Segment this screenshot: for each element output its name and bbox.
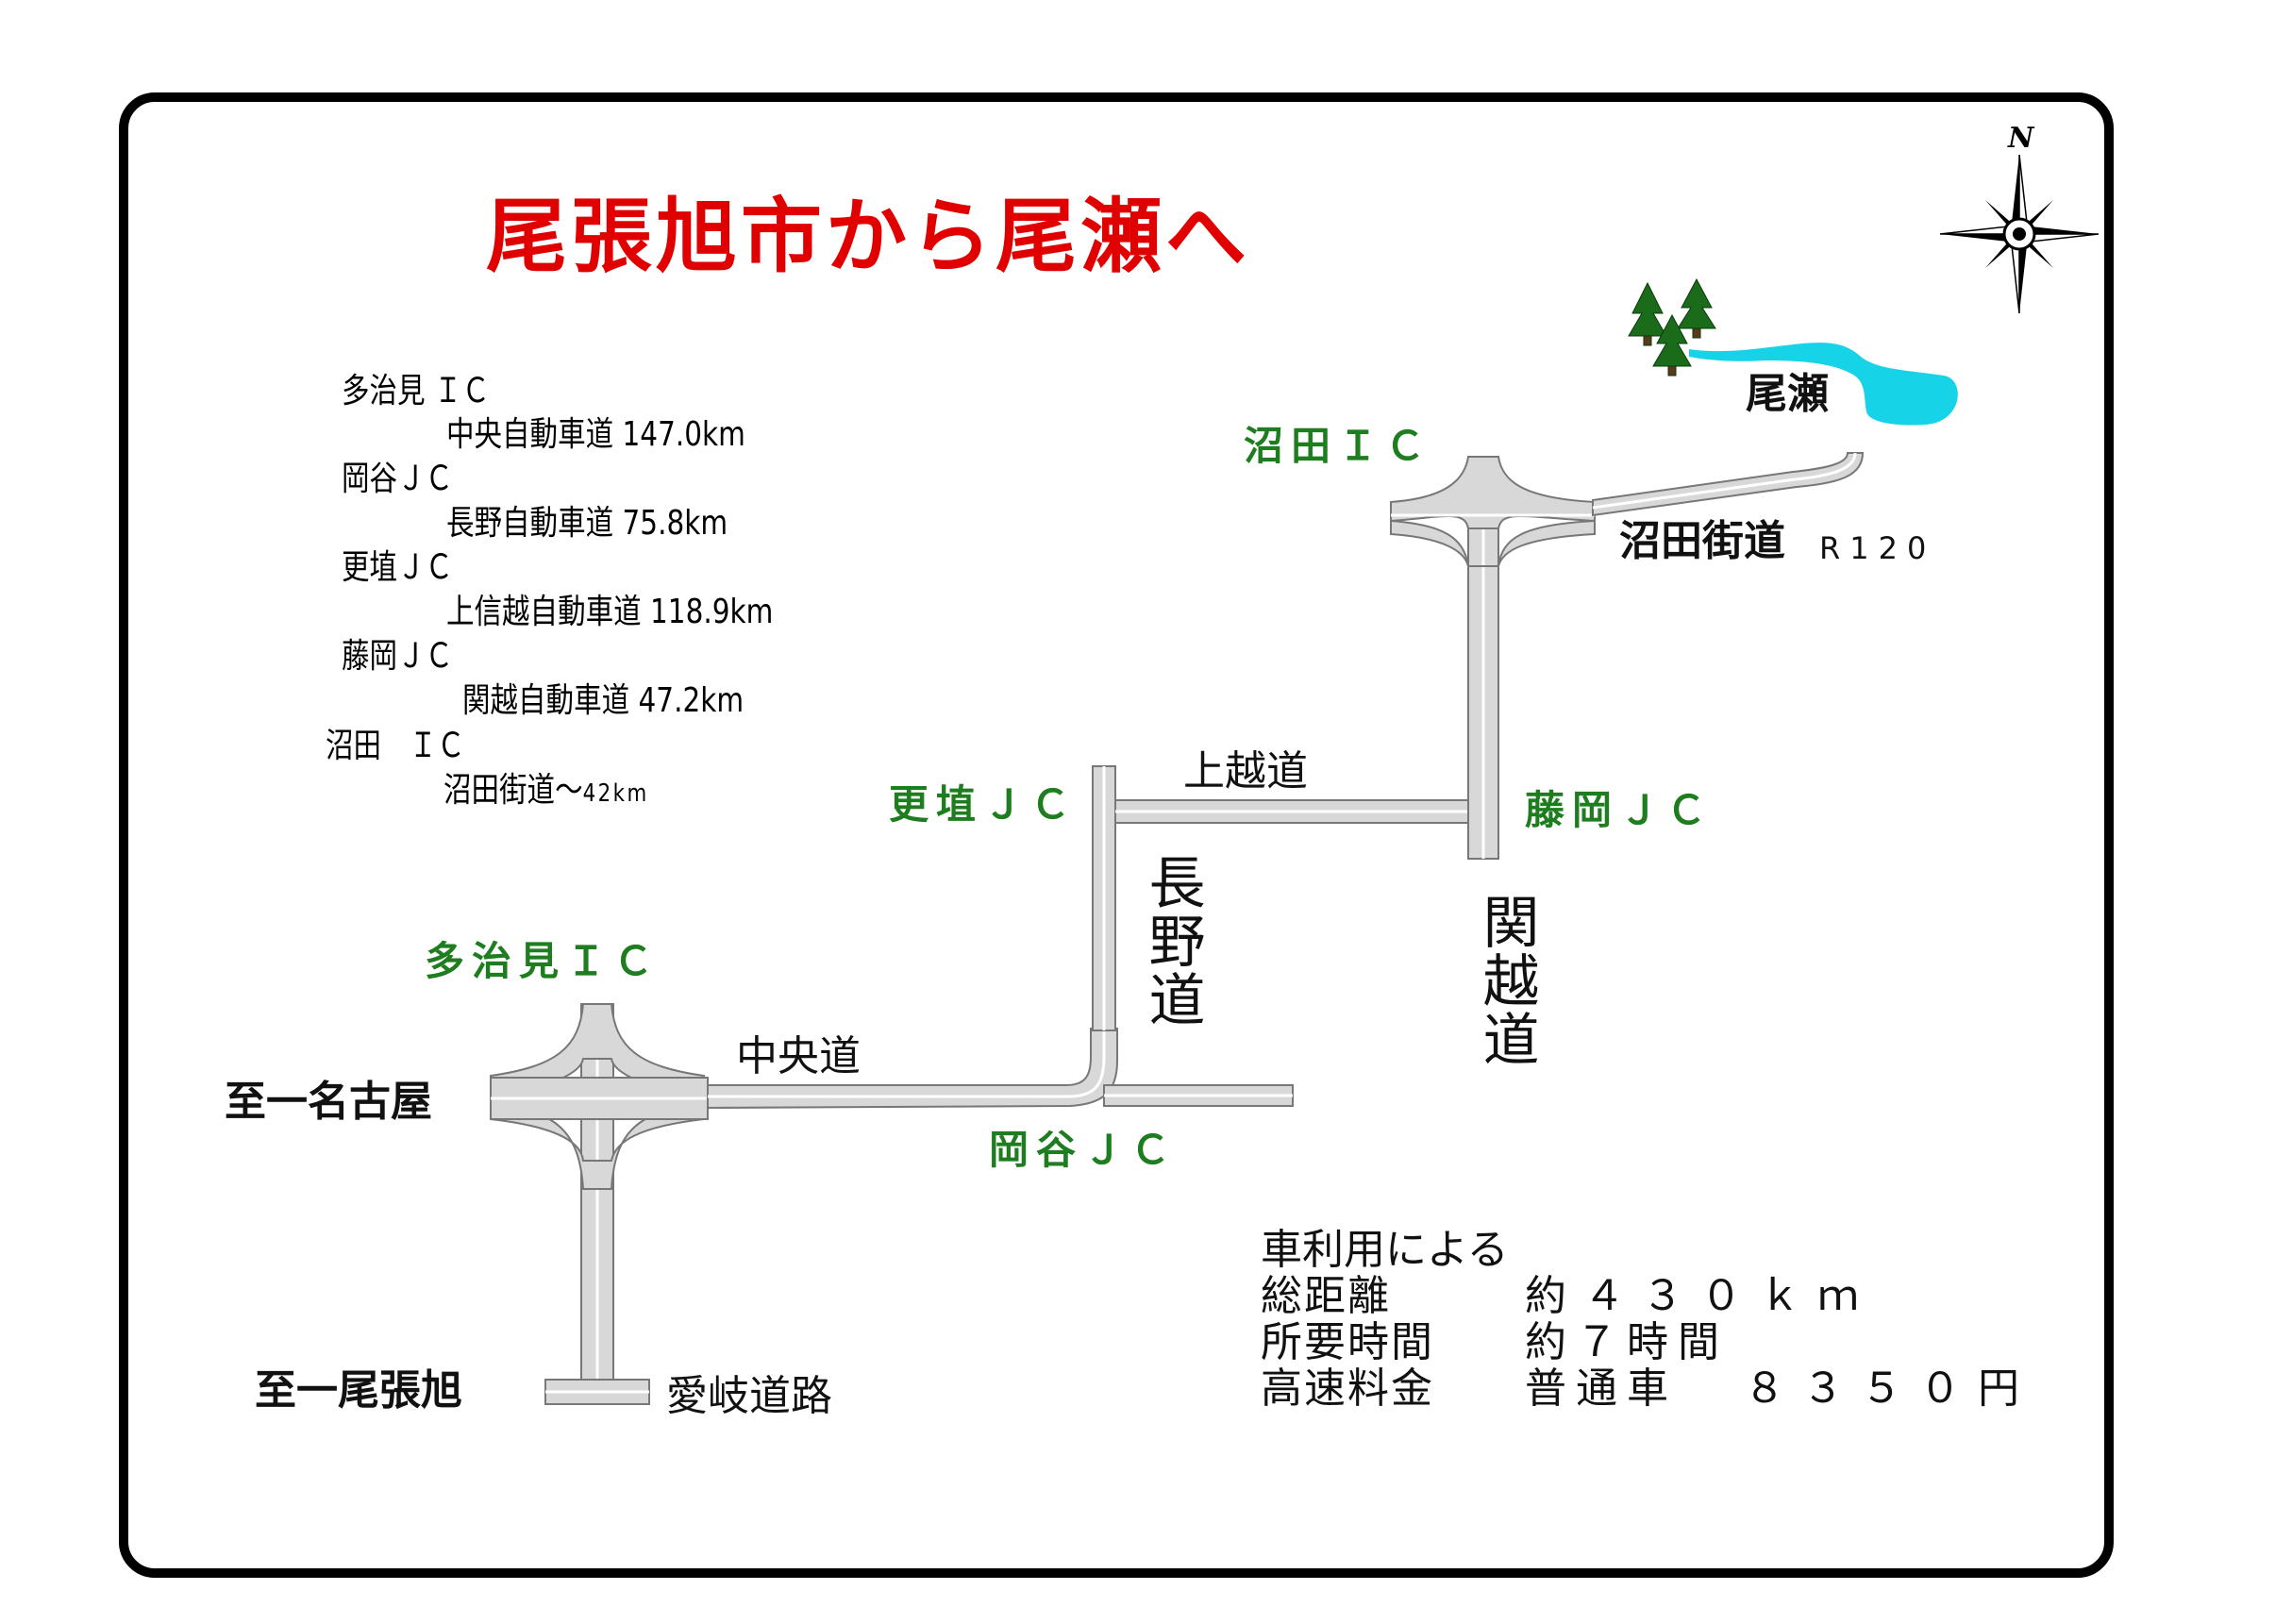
compass-rose-icon: N [1939,122,2100,314]
summary-distance-row: 総距離 約４３０ｋｍ [1261,1273,2036,1319]
label-aigi-road: 愛岐道路 [666,1372,832,1420]
label-route-r120: R120 [1819,530,1936,566]
label-joetsu-road: 上越道 [1183,747,1308,795]
label-chuo-road: 中央道 [736,1032,861,1080]
label-numata-kaido: 沼田街道 [1619,517,1785,565]
summary-toll-value: ８３５０円 [1744,1364,2036,1413]
label-to-owariasahi: 至一尾張旭 [255,1366,462,1415]
summary-toll-row: 高速料金 普通車 ８３５０円 [1261,1365,2036,1412]
label-oze: 尾瀬 [1746,370,1829,418]
label-kanetsu-road: 関越道 [1473,893,1539,1068]
summary-toll-label: 高速料金 [1261,1364,1434,1413]
label-koshoku-jc: 更埴ＪＣ [889,781,1079,828]
label-okaya-jc: 岡谷ＪＣ [989,1127,1179,1173]
summary-time-value: 約７時間 [1525,1318,1729,1366]
joetsu-road [1114,799,1490,824]
summary-time-row: 所要時間 約７時間 [1261,1319,2036,1365]
summary-distance-value: 約４３０ｋｍ [1525,1272,1876,1320]
oze-pond [1689,343,1958,426]
summary-distance-label: 総距離 [1261,1272,1391,1320]
map-title: 尾張旭市から尾瀬へ [486,190,1250,284]
nagano-road [1092,765,1116,1031]
numata-kaido-road [1592,452,1865,517]
label-nagano-road: 長野道 [1139,853,1205,1029]
summary-heading-row: 車利用による [1261,1227,2036,1273]
summary-heading: 車利用による [1261,1226,1509,1274]
label-to-nagoya: 至一名古屋 [225,1078,432,1126]
label-fujioka-jc: 藤岡ＪＣ [1525,787,1715,833]
chuo-road [490,1028,1294,1120]
tree-icons [1628,277,1716,377]
aigi-road [544,1003,650,1405]
compass-north-label: N [2007,122,2035,155]
label-tajimi-ic: 多治見ＩＣ [425,938,661,984]
trip-summary: 車利用による 総距離 約４３０ｋｍ 所要時間 約７時間 高速料金 普通車 ８３５… [1261,1227,2036,1412]
summary-toll-vehicle: 普通車 [1525,1364,1678,1413]
label-numata-ic: 沼田ＩＣ [1244,423,1433,469]
summary-time-label: 所要時間 [1261,1318,1434,1366]
